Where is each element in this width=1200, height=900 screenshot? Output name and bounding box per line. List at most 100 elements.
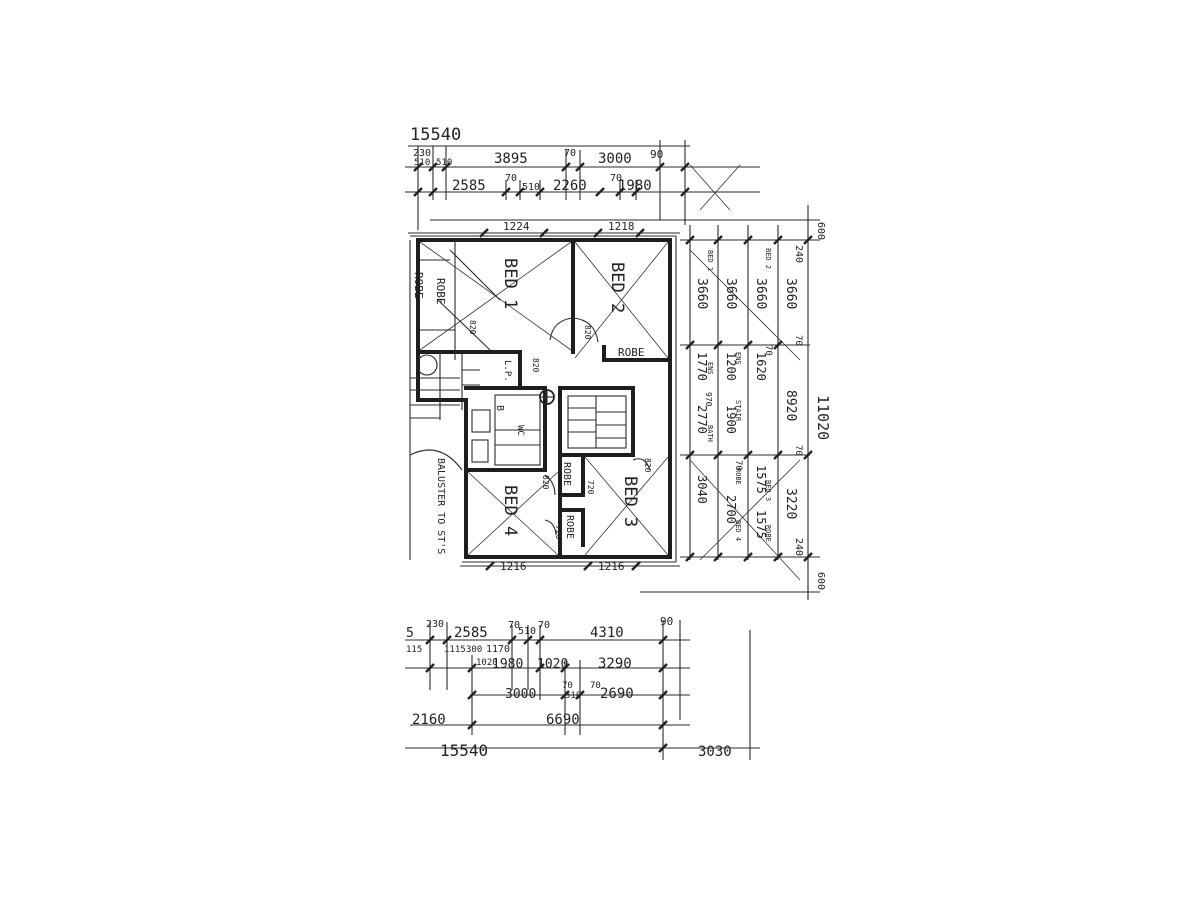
building-outline xyxy=(410,235,677,563)
dim-right-600-bottom: 600 xyxy=(815,572,826,590)
dim-right-70b: 70 xyxy=(763,345,773,356)
wet-areas: L.P. B WC xyxy=(471,360,555,466)
dim-right-c2-1200: 1200 xyxy=(724,352,738,381)
door-swing-bed1 xyxy=(549,317,574,341)
dim-top-2260: 2260 xyxy=(553,178,587,194)
dim-top-70: 70 xyxy=(564,148,576,159)
door-mark-3: 820 xyxy=(541,475,550,490)
dim-top-510b: 510 xyxy=(436,158,452,168)
door-mark-5: 820 xyxy=(643,458,652,473)
dim-top2-70b: 70 xyxy=(610,173,622,184)
door-swing-bed4 xyxy=(544,474,556,496)
dim-right-c3-3660: 3660 xyxy=(753,278,768,309)
room-robe-bed4: ROBE xyxy=(564,515,575,539)
dim-right-c1-2770: 2770 xyxy=(695,405,709,434)
door-swing-left xyxy=(409,449,463,471)
right-label-bath: BATH xyxy=(706,425,714,442)
right-label-bed4: BED 4 xyxy=(734,520,742,541)
dim-total-bottom: 15540 xyxy=(440,741,488,760)
stair-newel-circle xyxy=(416,354,438,376)
dim-top-230: 230 xyxy=(413,148,431,159)
dim-bottom-3000: 3000 xyxy=(505,687,536,702)
dim-bottom-1020a: 1020 xyxy=(476,658,498,668)
dim-right-c2-2700: 2700 xyxy=(724,495,738,524)
dim-total-right: 11020 xyxy=(814,395,832,440)
dim-bottom-70a: 70 xyxy=(508,620,520,631)
dim-right-c1-1770: 1770 xyxy=(695,352,709,381)
dim-right-240-bottom: 240 xyxy=(793,538,804,556)
dim-right-c3-1620: 1620 xyxy=(754,352,768,381)
dim-bottom-115: 115 xyxy=(406,645,422,655)
dim-room-bottom-1216b: 1216 xyxy=(598,560,625,573)
room-bath: B xyxy=(494,405,505,411)
right-label-bed3: BED 3 xyxy=(764,480,772,501)
right-label-robe-1: ROBE xyxy=(734,468,742,485)
door-swing-bed2 xyxy=(572,317,599,343)
right-label-bed2: BED 2 xyxy=(764,248,772,269)
dim-right-c1-3040: 3040 xyxy=(695,475,709,504)
staircase xyxy=(567,395,627,449)
dim-bottom-230: 230 xyxy=(426,619,444,630)
doors: 820 820 820 720 820 820 720 xyxy=(468,317,652,540)
dim-bottom-6690: 6690 xyxy=(546,712,580,728)
dim-bottom3-70b: 70 xyxy=(590,681,601,691)
dim-bottom-1115: 1115 xyxy=(444,645,466,655)
dim-top-1980: 1980 xyxy=(618,178,652,194)
room-bed-2: BED 2 xyxy=(607,262,627,313)
dim-bottom-1170: 1170 xyxy=(486,644,510,655)
dim-top-3000: 3000 xyxy=(598,151,632,167)
right-dimension-block: 3660 1770 2770 3040 3660 1200 1900 2700 … xyxy=(640,205,832,600)
right-label-robe-2: ROBE xyxy=(764,525,772,542)
dim-right-c4-3220: 3220 xyxy=(783,488,798,519)
dim-bottom-5: 5 xyxy=(406,626,414,641)
dim-right-c3-1575b: 1575 xyxy=(754,510,768,539)
dim-right-c4-3660: 3660 xyxy=(783,278,798,309)
room-dimension-lines: 1224 1218 1216 1216 xyxy=(408,220,680,573)
dim-right-70a: 70 xyxy=(793,335,803,346)
dim-bottom-70b: 70 xyxy=(538,620,550,631)
dim-right-600-top: 600 xyxy=(815,222,826,240)
dim-bottom-510: 510 xyxy=(518,626,536,637)
dim-bottom-1020b: 1020 xyxy=(537,657,568,672)
door-swing-bed3 xyxy=(632,458,651,471)
dim-room-top-1224: 1224 xyxy=(503,220,530,233)
door-mark-4: 720 xyxy=(586,480,595,495)
dim-bottom-3030: 3030 xyxy=(698,744,732,760)
room-robe-left-2: ROBE xyxy=(434,278,447,305)
dim-bottom-2160: 2160 xyxy=(412,712,446,728)
dim-right-c3-1575a: 1575 xyxy=(754,465,768,494)
door-mark-1: 820 xyxy=(583,325,592,340)
dim-bottom-2585: 2585 xyxy=(454,625,488,641)
room-robe-bed3: ROBE xyxy=(561,462,572,486)
dim-right-c2-3660: 3660 xyxy=(723,278,738,309)
dim-right-c4-8920: 8920 xyxy=(783,390,798,421)
dim-total-top: 15540 xyxy=(410,125,461,145)
dim-right-c1-3660: 3660 xyxy=(694,278,709,309)
right-label-ens-2: ENS xyxy=(734,352,742,365)
dim-top-3895: 3895 xyxy=(494,151,528,167)
toilet-fixture xyxy=(471,439,489,463)
room-labels: BED 1 BED 2 BED 3 BED 4 ROBE ROBE ROBE xyxy=(500,258,645,539)
left-area: ROBE ROBE BALUSTER TO ST'S xyxy=(409,240,501,560)
room-bed-4: BED 4 xyxy=(500,485,520,536)
dim-bottom-90: 90 xyxy=(660,615,673,628)
room-robe-bed2: ROBE xyxy=(618,346,645,359)
balustrade-note: BALUSTER TO ST'S xyxy=(435,458,446,554)
dim-top2-510: 510 xyxy=(522,182,540,193)
basin-fixture xyxy=(471,409,491,433)
dim-room-bottom-1216a: 1216 xyxy=(500,560,527,573)
top-dimension-block: 15540 230 510 xyxy=(405,125,820,230)
room-bed-1: BED 1 xyxy=(500,258,520,309)
room-wc: WC xyxy=(515,425,525,436)
dim-room-top-1218: 1218 xyxy=(608,220,635,233)
door-mark-7: 720 xyxy=(554,525,563,540)
dim-bottom-300: 300 xyxy=(466,645,482,655)
dim-bottom3-510: 510 xyxy=(565,691,581,701)
dim-bottom-3290: 3290 xyxy=(598,656,632,672)
door-mark-2: 820 xyxy=(531,358,540,373)
dim-right-970: 970 xyxy=(704,392,713,407)
dim-bottom-1980: 1980 xyxy=(492,657,523,672)
dim-right-c2-1900: 1900 xyxy=(724,405,738,434)
dim-bottom-2690: 2690 xyxy=(600,686,634,702)
